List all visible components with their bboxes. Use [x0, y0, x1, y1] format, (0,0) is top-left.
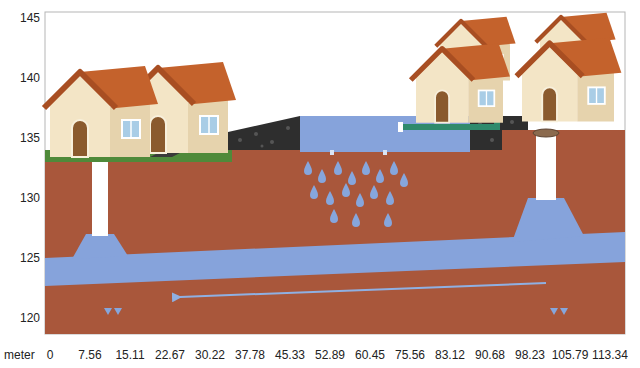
water-table-symbol	[104, 308, 568, 315]
y-axis-tick-label: 130	[20, 191, 40, 205]
x-axis-tick-label: 90.68	[475, 348, 505, 362]
houses-left	[44, 62, 236, 157]
x-axis-tick-label: 37.78	[235, 348, 265, 362]
x-axis-tick-label: 83.12	[435, 348, 465, 362]
well-cap-right	[533, 129, 559, 137]
x-axis-tick-label: 30.22	[195, 348, 225, 362]
aquifer-band	[45, 232, 625, 286]
y-axis-tick-label: 135	[20, 131, 40, 145]
x-axis-tick-label: 75.56	[395, 348, 425, 362]
x-axis-tick-label: 7.56	[78, 348, 101, 362]
y-axis-tick-label: 145	[20, 11, 40, 25]
soil-section	[45, 130, 625, 334]
y-axis-tick-label: 125	[20, 251, 40, 265]
pond-outlet	[383, 150, 387, 155]
pond-outlet	[330, 150, 334, 155]
well-cone-left	[72, 234, 128, 259]
x-axis-tick-label: 98.23	[515, 348, 545, 362]
y-axis-tick-label: 120	[20, 311, 40, 325]
inflow-pipe	[402, 124, 500, 130]
x-axis-tick-label: 45.33	[275, 348, 305, 362]
pipe-outlet	[398, 122, 403, 132]
flow-arrow	[180, 283, 546, 297]
pavement-block	[228, 116, 300, 150]
well-shaft-right	[536, 134, 556, 200]
well-cone-right	[512, 198, 584, 242]
x-axis-tick-label: 0	[47, 348, 54, 362]
x-axis-tick-label: 52.89	[315, 348, 345, 362]
infiltration-drops	[304, 161, 408, 227]
x-axis-tick-label: 105.79	[552, 348, 589, 362]
houses-right	[411, 13, 622, 123]
x-axis-tick-label: 15.11	[115, 348, 144, 362]
x-axis-tick-label: 113.34	[592, 348, 628, 362]
plot-frame	[45, 12, 625, 334]
axis-unit-label: meter	[4, 348, 35, 362]
well-shaft-left	[92, 156, 108, 236]
x-axis-tick-label: 60.45	[355, 348, 385, 362]
y-axis-tick-label: 140	[20, 71, 40, 85]
x-axis-tick-label: 22.67	[155, 348, 185, 362]
